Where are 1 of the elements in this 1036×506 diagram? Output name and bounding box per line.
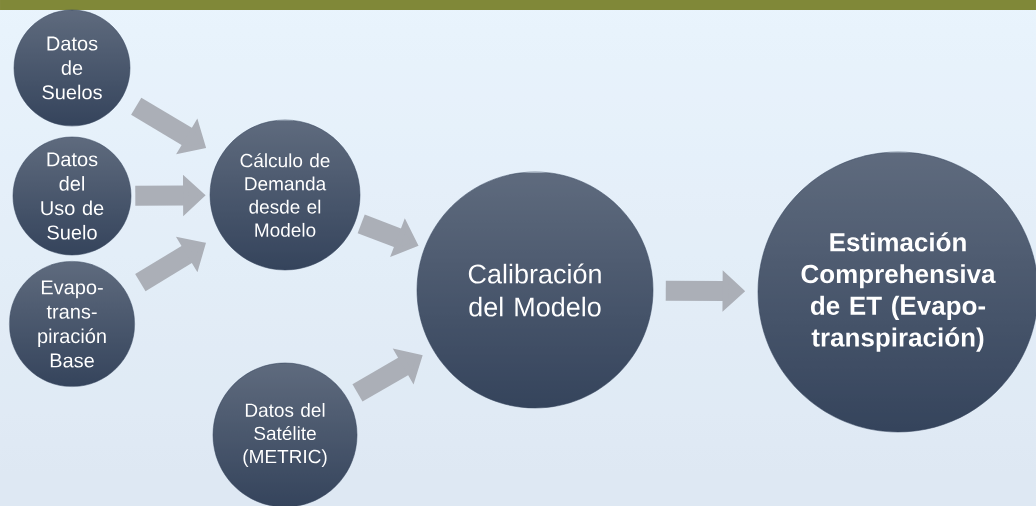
block-arrow [135,236,206,292]
